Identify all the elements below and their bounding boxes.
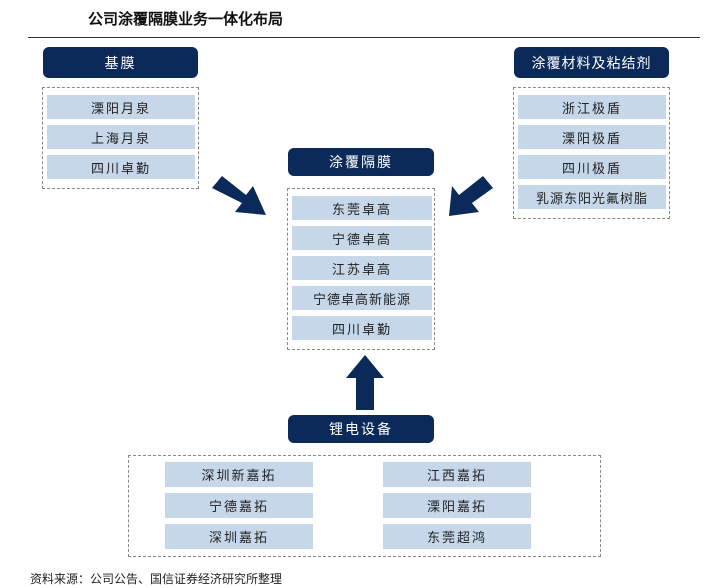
coated-separator-item: 宁德卓高新能源 <box>292 286 432 310</box>
page-title: 公司涂覆隔膜业务一体化布局 <box>88 10 284 28</box>
coated-separator-item: 江苏卓高 <box>292 256 432 280</box>
arrow-up-icon <box>346 355 384 410</box>
coating-materials-item: 四川极盾 <box>518 155 666 179</box>
coated-separator-item: 四川卓勤 <box>292 316 432 340</box>
coated-separator-header: 涂覆隔膜 <box>288 148 434 176</box>
coating-materials-group <box>513 87 670 219</box>
coating-materials-item: 溧阳极盾 <box>518 125 666 149</box>
coated-separator-item: 东莞卓高 <box>292 196 432 220</box>
coating-materials-item: 乳源东阳光氟树脂 <box>518 185 666 209</box>
base-film-item: 溧阳月泉 <box>47 95 195 119</box>
base-film-item: 四川卓勤 <box>47 155 195 179</box>
base-film-header: 基膜 <box>43 47 198 78</box>
coating-materials-item: 浙江极盾 <box>518 95 666 119</box>
arrow-left-down-icon <box>449 176 493 216</box>
equipment-header: 锂电设备 <box>288 415 434 443</box>
base-film-item: 上海月泉 <box>47 125 195 149</box>
equipment-item: 深圳嘉拓 <box>165 524 313 549</box>
arrow-right-down-icon <box>212 176 266 215</box>
equipment-item: 东莞超鸿 <box>383 524 531 549</box>
equipment-item: 宁德嘉拓 <box>165 493 313 518</box>
base-film-group <box>42 87 199 189</box>
equipment-item: 江西嘉拓 <box>383 462 531 487</box>
equipment-group <box>128 455 601 557</box>
coated-separator-item: 宁德卓高 <box>292 226 432 250</box>
coated-separator-group <box>287 188 435 350</box>
source-note: 资料来源：公司公告、国信证券经济研究所整理 <box>30 572 283 586</box>
title-divider <box>28 37 700 38</box>
coating-materials-header: 涂覆材料及粘结剂 <box>514 47 669 78</box>
equipment-item: 深圳新嘉拓 <box>165 462 313 487</box>
equipment-item: 溧阳嘉拓 <box>383 493 531 518</box>
